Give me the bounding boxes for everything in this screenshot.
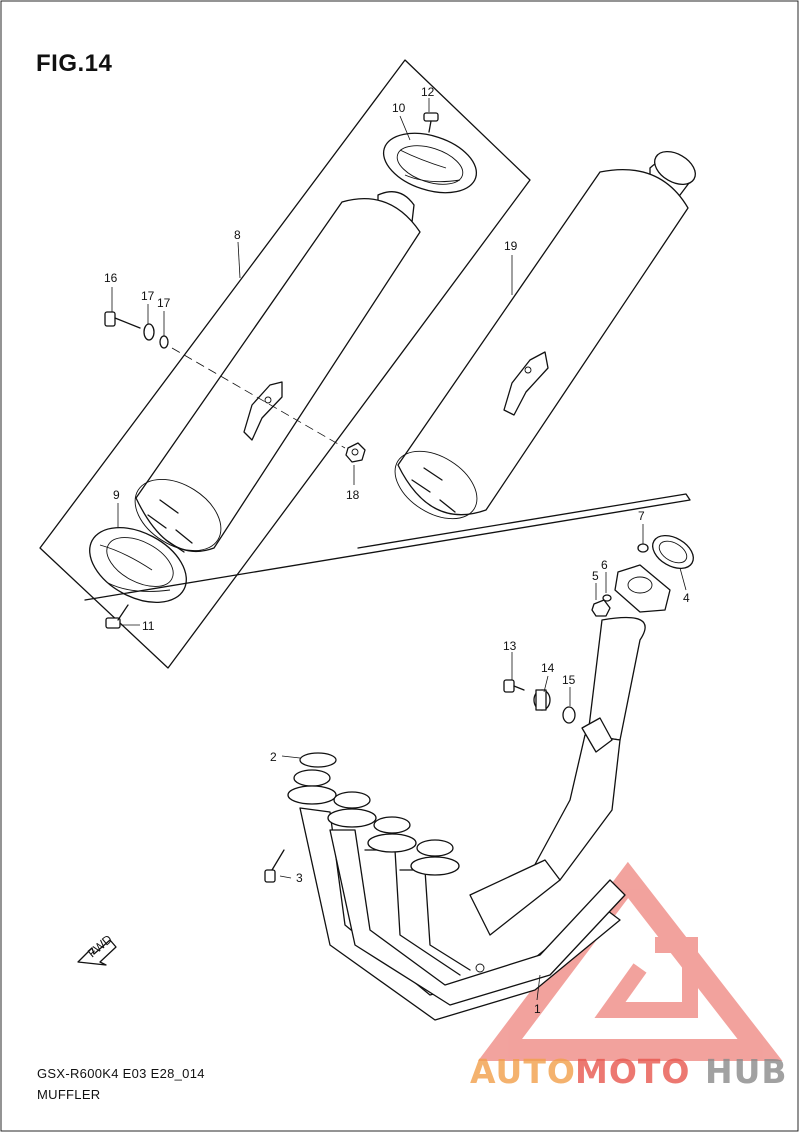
- part-5-bolt: [591, 599, 611, 617]
- part-7-clip: [637, 543, 649, 553]
- part-3-stud-bolt: [264, 849, 285, 883]
- part-10-end-cap: [382, 132, 478, 194]
- part-9-inlet-cap: [89, 527, 187, 603]
- fwd-arrow: FWD: [77, 932, 117, 966]
- figure-title: FIG.14: [36, 50, 113, 77]
- figure-name: MUFFLER: [37, 1087, 101, 1102]
- part-4-gasket: [652, 534, 694, 570]
- watermark-g-shape: [594, 937, 698, 1018]
- callout-19: 19: [504, 239, 518, 253]
- callout-10: 10: [392, 101, 406, 115]
- kit-frame-outline: [39, 59, 531, 669]
- part-19-muffler: [394, 150, 696, 520]
- part-2-gasket: [299, 752, 337, 768]
- muffler-joint-flange: [614, 564, 671, 613]
- part-17-washer-a: [143, 323, 155, 341]
- callout-4: 4: [683, 591, 690, 605]
- callout-17a: 17: [141, 289, 155, 303]
- part-17-washer-b: [159, 335, 169, 349]
- assembly-axis-line: [171, 347, 346, 449]
- callout-15: 15: [562, 673, 576, 687]
- watermark-text: AUTO MOTO HUB: [470, 1052, 788, 1091]
- callout-14: 14: [541, 661, 555, 675]
- watermark-moto: MOTO: [575, 1052, 690, 1091]
- callout-5: 5: [592, 569, 599, 583]
- part-19-frame: [84, 493, 691, 601]
- part-1-exhaust-header: [287, 616, 646, 1021]
- watermark-hub: HUB: [705, 1052, 788, 1091]
- callout-6: 6: [601, 558, 608, 572]
- part-8-muffler: [134, 191, 421, 553]
- callout-3: 3: [296, 871, 303, 885]
- part-18-nut: [345, 442, 366, 463]
- callout-8: 8: [234, 228, 241, 242]
- callout-12: 12: [421, 85, 435, 99]
- part-14-cushion: [533, 689, 551, 711]
- leader-lines: [111, 98, 687, 1001]
- part-13-bolt: [503, 679, 525, 693]
- callout-18: 18: [346, 488, 360, 502]
- part-12-bolt: [423, 112, 439, 133]
- part-6-washer: [602, 594, 612, 602]
- callout-9: 9: [113, 488, 120, 502]
- callout-2: 2: [270, 750, 277, 764]
- part-15-washer: [562, 706, 576, 724]
- callout-1: 1: [534, 1002, 541, 1016]
- watermark-auto: AUTO: [470, 1052, 576, 1091]
- callout-7: 7: [638, 509, 645, 523]
- callout-11: 11: [142, 619, 155, 633]
- callout-16: 16: [104, 271, 118, 285]
- part-16-bolt: [104, 311, 141, 329]
- part-11-bolt: [105, 604, 129, 629]
- callout-13: 13: [503, 639, 517, 653]
- figure-code: GSX-R600K4 E03 E28_014: [37, 1066, 205, 1081]
- callout-17b: 17: [157, 296, 171, 310]
- callout-labels: 1 2 3 4 5 6 7 8 9 10 11 12 13 14 15 16 1…: [104, 85, 690, 1016]
